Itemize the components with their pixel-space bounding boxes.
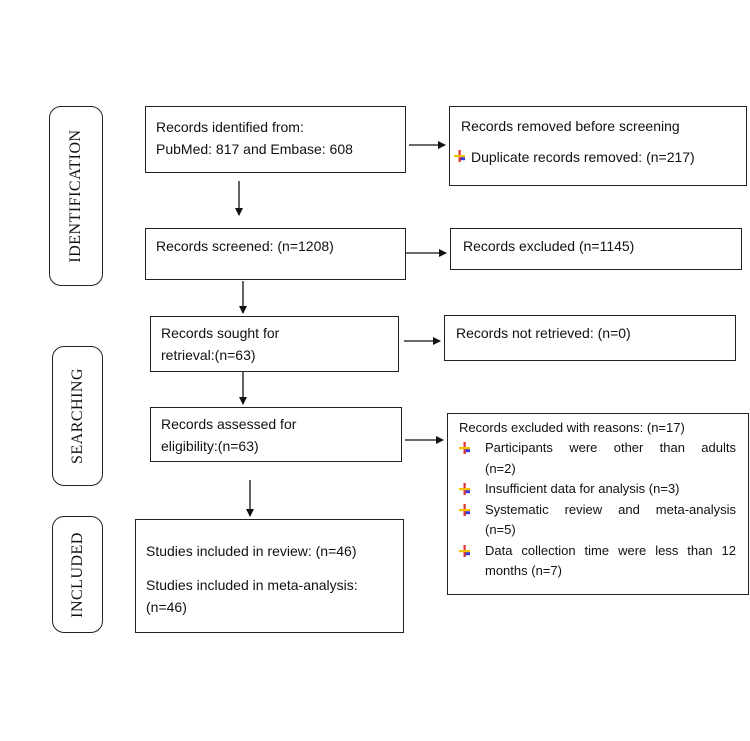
reason-line2: (n=2) [485, 460, 516, 476]
reason-line1: Systematic review and meta-analysis [485, 501, 736, 517]
bullet-icon [459, 503, 470, 516]
bullet-icon [454, 150, 465, 162]
section-identification: IDENTIFICATION [49, 106, 103, 286]
reason-item: Insufficient data for analysis (n=3) [448, 479, 736, 500]
reason-item: Data collection time were less than 12 m… [448, 541, 736, 582]
reason-line2: (n=5) [485, 522, 516, 537]
assessed-line2: eligibility:(n=63) [161, 438, 259, 454]
reason-item: Systematic review and meta-analysis (n=5… [448, 500, 736, 541]
reason-line1: Participants were other than adults [485, 440, 736, 455]
reason-line2: months (n=7) [485, 563, 562, 578]
sought-line1: Records sought for [161, 325, 280, 341]
identified-box: Records identified from: PubMed: 817 and… [145, 106, 406, 173]
identified-line2: PubMed: 817 and Embase: 608 [156, 141, 353, 157]
section-searching: SEARCHING [52, 346, 103, 486]
included-review: Studies included in review: (n=46) [146, 543, 357, 559]
not-retrieved-box: Records not retrieved: (n=0) [444, 315, 736, 361]
removed-box: Records removed before screening Duplica… [449, 106, 747, 186]
screened-text: Records screened: (n=1208) [156, 238, 334, 254]
included-meta-line2: (n=46) [146, 599, 187, 615]
excluded-box: Records excluded (n=1145) [450, 228, 742, 270]
removed-item: Duplicate records removed: (n=217) [471, 149, 695, 165]
bullet-icon [459, 442, 470, 454]
excluded-reasons-title: Records excluded with reasons: (n=17) [459, 420, 685, 435]
section-included: INCLUDED [52, 516, 103, 633]
removed-title: Records removed before screening [461, 118, 680, 134]
identified-line1: Records identified from: [156, 119, 304, 135]
excluded-text: Records excluded (n=1145) [463, 238, 635, 254]
excluded-reasons-box: Records excluded with reasons: (n=17) Pa… [447, 413, 749, 595]
bullet-icon [459, 483, 470, 495]
sought-box: Records sought for retrieval:(n=63) [150, 316, 399, 372]
assessed-line1: Records assessed for [161, 416, 297, 432]
reason-line1: Insufficient data for analysis (n=3) [485, 481, 680, 496]
included-box: Studies included in review: (n=46) Studi… [135, 519, 404, 633]
bullet-icon [459, 544, 470, 557]
sought-line2: retrieval:(n=63) [161, 347, 256, 363]
not-retrieved-text: Records not retrieved: (n=0) [456, 325, 631, 341]
assessed-box: Records assessed for eligibility:(n=63) [150, 407, 402, 462]
screened-box: Records screened: (n=1208) [145, 228, 406, 280]
included-meta-line1: Studies included in meta-analysis: [146, 577, 358, 593]
reason-item: Participants were other than adults (n=2… [448, 438, 736, 479]
reason-line1: Data collection time were less than 12 [485, 542, 736, 558]
